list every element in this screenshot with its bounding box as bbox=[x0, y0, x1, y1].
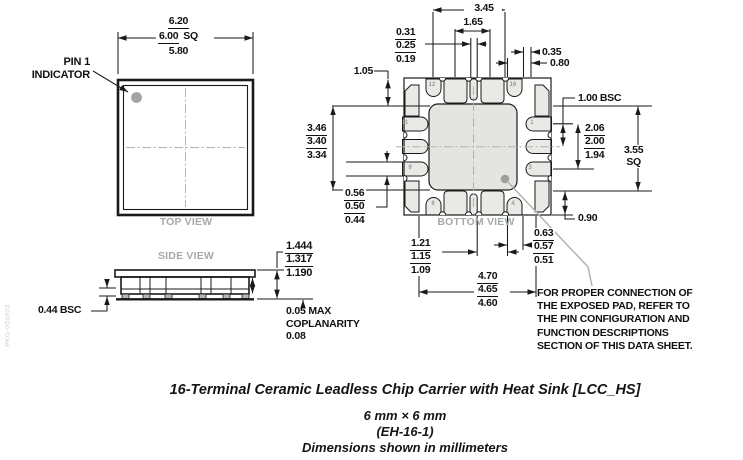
dim-tab-span: 1.65 bbox=[454, 16, 492, 28]
pin-number-9: 9 bbox=[408, 165, 412, 171]
exposed-pad-note: FOR PROPER CONNECTION OF THE EXPOSED PAD… bbox=[537, 287, 693, 352]
dim-corner-pad: 0.80 bbox=[549, 57, 571, 69]
dim-lead-pitch: 0.44 BSC bbox=[37, 304, 83, 316]
caption-code: (EH-16-1) bbox=[376, 424, 434, 439]
pin-1-indicator-dot bbox=[131, 92, 142, 103]
dim-corner-height: 0.90 bbox=[577, 212, 599, 224]
dim-corner-gap: 0.35 bbox=[541, 46, 563, 58]
top-view-centerlines bbox=[126, 88, 245, 207]
dim-bsc-square: 3.55 SQ bbox=[622, 144, 646, 168]
pin-number-11: 11 bbox=[401, 120, 409, 126]
caption-units: Dimensions shown in millimeters bbox=[302, 440, 508, 455]
dim-epad-height: 3.46 3.40 3.34 bbox=[305, 122, 329, 162]
note-leader-line bbox=[506, 180, 593, 287]
caption-title: 16-Terminal Ceramic Leadless Chip Carrie… bbox=[169, 382, 641, 398]
pin-number-16: 16 bbox=[509, 82, 517, 88]
coplanarity-label: 0.05 MAX COPLANARITY 0.08 bbox=[286, 305, 360, 342]
dim-slot-gap: 1.21 1.15 1.09 bbox=[409, 237, 433, 277]
dim-lead-width: 0.31 0.25 0.19 bbox=[394, 26, 418, 66]
bottom-view-drawing bbox=[396, 77, 560, 216]
edge-notches bbox=[403, 77, 552, 216]
pin-number-12: 12 bbox=[428, 82, 436, 88]
pin1-indicator-label: PIN 1 INDICATOR bbox=[31, 56, 90, 81]
top-view-label: TOP VIEW bbox=[159, 216, 213, 228]
bottom-view-centerlines bbox=[396, 86, 560, 209]
dim-lead-length: 0.56 0.50 0.44 bbox=[343, 187, 367, 227]
side-view-label: SIDE VIEW bbox=[157, 250, 215, 262]
pin-number-8: 8 bbox=[431, 201, 435, 207]
dim-side-height: 1.444 1.317 1.190 bbox=[284, 240, 315, 280]
dim-lead-span: 2.06 2.00 1.94 bbox=[583, 122, 607, 162]
document-number: PKG-004903 bbox=[4, 304, 12, 347]
pin-number-4: 4 bbox=[511, 201, 515, 207]
top-view-dimensions bbox=[92, 32, 254, 93]
pin-number-3: 3 bbox=[528, 165, 532, 171]
bottom-view-label: BOTTOM VIEW bbox=[437, 216, 515, 228]
dim-outer-span: 4.70 4.65 4.60 bbox=[476, 270, 500, 310]
dim-pad-offset: 1.05 bbox=[344, 65, 374, 77]
side-view-drawing bbox=[114, 269, 256, 301]
dim-pitch: 1.00 BSC bbox=[577, 92, 623, 104]
side-view-pads bbox=[121, 293, 250, 299]
pin-number-1: 1 bbox=[530, 120, 534, 126]
side-view-dimensions bbox=[91, 251, 313, 312]
dim-corner-width: 0.63 0.57 0.51 bbox=[532, 227, 556, 267]
terminal-pads bbox=[402, 78, 552, 216]
top-view-drawing bbox=[116, 78, 255, 217]
caption-size: 6 mm × 6 mm bbox=[363, 408, 447, 423]
dim-heatsink-span: 3.45 bbox=[466, 2, 502, 14]
